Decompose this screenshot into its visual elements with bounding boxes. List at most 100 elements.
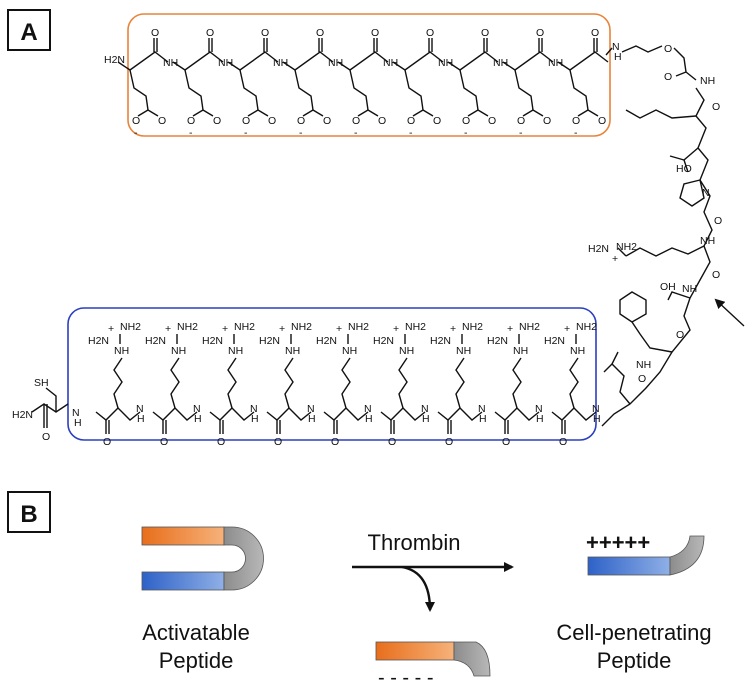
acidic-carboxyl-bond: [192, 109, 204, 117]
acidic-carboxylate-o: O: [213, 115, 221, 127]
basic-backbone: [95, 407, 141, 421]
acidic-carbonyl-o: O: [261, 27, 269, 39]
basic-h: H: [365, 413, 373, 425]
acidic-carboxylate-o: O: [572, 115, 580, 127]
acidic-carboxyl-bond: [137, 109, 149, 117]
acidic-carboxylate-o: O: [543, 115, 551, 127]
basic-chain: ONHNHNH2H2N+ONHNHNH2H2N+ONHNHNH2H2N+ONHN…: [88, 321, 601, 448]
basic-nh: NH: [456, 345, 471, 357]
basic-backbone: [551, 407, 597, 421]
cleavage-atom-label: +: [612, 253, 618, 265]
basic-block-box: [67, 307, 597, 441]
leucine-methyl: [611, 351, 619, 365]
acidic-carbonyl-o: O: [536, 27, 544, 39]
basic-nh: NH: [228, 345, 243, 357]
acidic-carboxylate-o: O: [268, 115, 276, 127]
cpp-label-2: Peptide: [597, 648, 672, 673]
basic-nh2: NH2: [519, 321, 540, 333]
cleavage-atom-label: HO: [676, 163, 692, 175]
basic-h2n: H2N: [544, 335, 565, 347]
serine-sidechain: [667, 291, 691, 301]
acidic-carboxyl-bond: [357, 109, 369, 117]
basic-plus: +: [165, 323, 171, 335]
acidic-carbonyl-o: O: [591, 27, 599, 39]
cleavage-atom-label: H2N: [588, 243, 609, 255]
acidic-sidechain: [404, 69, 424, 111]
acidic-nh: NH: [163, 57, 178, 69]
basic-plus: +: [336, 323, 342, 335]
panel-b: B Activatable Peptide Thrombin - - - - -…: [7, 491, 712, 688]
cterm-n: N: [72, 407, 80, 419]
acidic-sidechain: [514, 69, 534, 111]
cleavage-atom-label: NH: [636, 359, 651, 371]
basic-nh: NH: [114, 345, 129, 357]
acidic-backbone: [557, 51, 609, 71]
basic-sidechain: [398, 357, 408, 409]
cterm-sh: SH: [34, 377, 49, 389]
basic-nh2: NH2: [177, 321, 198, 333]
minus-charges: - - - - -: [378, 667, 434, 688]
fragment-gray: [453, 641, 491, 677]
acidic-carboxyl-bond: [577, 109, 589, 117]
acidic-carboxylate-o: O: [352, 115, 360, 127]
gray-linker: [223, 526, 264, 591]
linker-bond: [621, 45, 663, 53]
cleavage-atom-label: NH: [700, 235, 715, 247]
basic-h2n: H2N: [316, 335, 337, 347]
basic-carbonyl-o: O: [103, 436, 111, 448]
acidic-carbonyl-o: O: [426, 27, 434, 39]
acidic-chain: OOO-ONHOO-ONHOO-ONHOO-ONHOO-ONHOO-ONHOO-…: [117, 27, 609, 139]
basic-n: N: [478, 403, 486, 415]
basic-sidechain: [284, 357, 294, 409]
acidic-sidechain: [459, 69, 479, 111]
acidic-backbone: [282, 51, 334, 71]
basic-backbone: [152, 407, 198, 421]
cterm-h2n: H2N: [12, 409, 33, 421]
panel-b-letter: B: [20, 501, 37, 528]
basic-carbonyl-o: O: [502, 436, 510, 448]
acidic-nh: NH: [548, 57, 563, 69]
basic-h2n: H2N: [202, 335, 223, 347]
basic-nh2: NH2: [462, 321, 483, 333]
acidic-backbone: [172, 51, 224, 71]
basic-carbonyl-o: O: [274, 436, 282, 448]
linker-h: H: [614, 51, 622, 63]
basic-nh2: NH2: [291, 321, 312, 333]
acidic-charge: -: [519, 127, 523, 139]
acidic-carbonyl-o: O: [316, 27, 324, 39]
acidic-nh: NH: [218, 57, 233, 69]
basic-n: N: [421, 403, 429, 415]
basic-nh2: NH2: [576, 321, 597, 333]
cleavage-arrow: [714, 298, 745, 327]
basic-n: N: [136, 403, 144, 415]
basic-h2n: H2N: [430, 335, 451, 347]
cleavage-atom-label: O: [712, 101, 720, 113]
acidic-charge: -: [189, 127, 193, 139]
acidic-backbone: [502, 51, 554, 71]
cpp-label-1: Cell-penetrating: [556, 620, 711, 645]
cleavage-atom-label: O: [638, 373, 646, 385]
basic-h: H: [308, 413, 316, 425]
acidic-backbone: [227, 51, 279, 71]
proline-ring: [679, 179, 705, 207]
cleavage-atom-label: OH: [660, 281, 676, 293]
basic-h: H: [479, 413, 487, 425]
basic-plus: +: [222, 323, 228, 335]
cterm-h: H: [74, 417, 82, 429]
leucine-sidechain: [603, 363, 631, 405]
linker-carbonyl: [675, 71, 687, 77]
plus-charges: +++++: [586, 530, 650, 555]
basic-sidechain: [455, 357, 465, 409]
basic-carbonyl-o: O: [331, 436, 339, 448]
acidic-charge: -: [354, 127, 358, 139]
basic-nh2: NH2: [348, 321, 369, 333]
acidic-carboxyl-bond: [247, 109, 259, 117]
acidic-carboxyl-bond: [522, 109, 534, 117]
basic-h2n: H2N: [88, 335, 109, 347]
acidic-carboxyl-bond: [302, 109, 314, 117]
acidic-backbone: [117, 51, 169, 71]
acidic-sidechain: [294, 69, 314, 111]
acidic-carboxylate-o: O: [517, 115, 525, 127]
